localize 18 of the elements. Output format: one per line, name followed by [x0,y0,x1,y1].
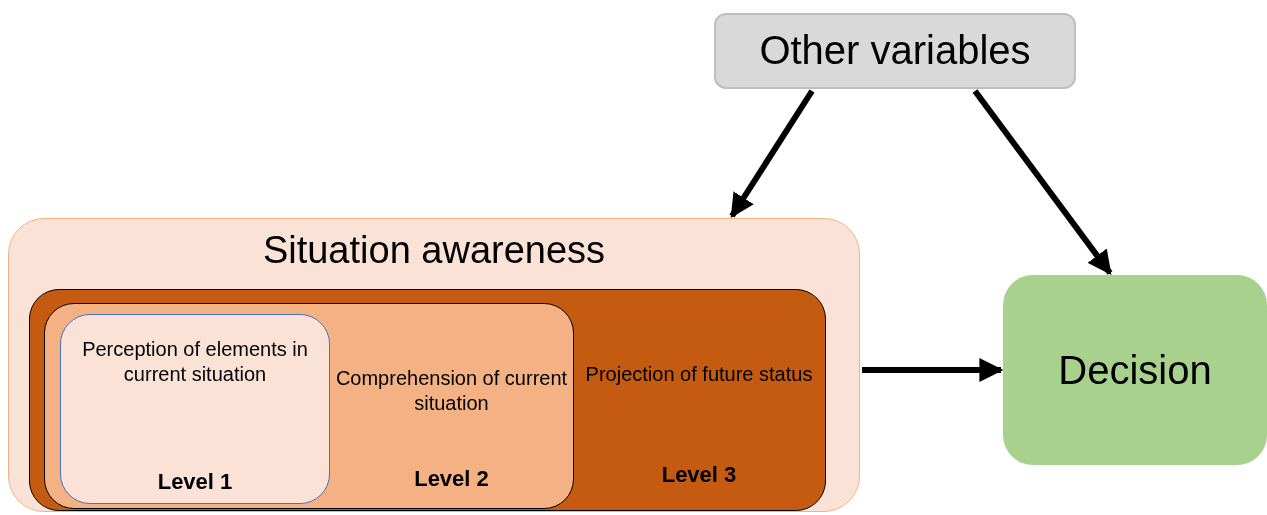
arrow [729,89,815,218]
awareness-panel [8,218,860,512]
level-label: Level 2 [413,465,490,493]
level-label: Level 3 [660,461,738,489]
level-1-box [60,314,330,504]
decision-box [1003,275,1267,465]
arrow [972,89,1113,275]
level-description: Comprehension of current situation [334,366,569,416]
level-description: Perception of elements in current situation [81,337,309,387]
variables-box [714,13,1076,89]
arrow [862,358,1004,382]
level-2-box [44,303,574,509]
box-label: Decision [1057,347,1213,394]
level-description: Projection of future status [584,362,814,387]
level-label: Level 1 [156,468,234,496]
panel-title: Situation awareness [261,228,607,273]
level-3-box [29,289,826,511]
box-label: Other variables [758,27,1032,74]
